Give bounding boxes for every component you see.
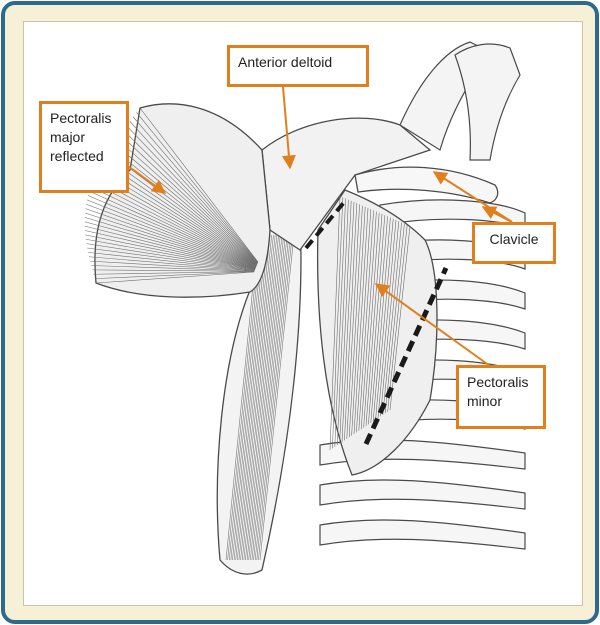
label-clavicle-text: Clavicle — [489, 231, 538, 247]
label-pectoralis-major-line3: reflected — [50, 147, 118, 166]
label-pectoralis-minor: Pectoralis minor — [456, 365, 546, 429]
rib — [320, 480, 525, 509]
label-pectoralis-major-line1: Pectoralis — [50, 109, 118, 128]
clavicle-bone — [355, 167, 498, 203]
label-anterior-deltoid-text: Anterior deltoid — [238, 54, 332, 70]
label-pectoralis-major-line2: major — [50, 128, 118, 147]
label-pectoralis-major-reflected: Pectoralis major reflected — [39, 101, 129, 193]
label-anterior-deltoid: Anterior deltoid — [227, 45, 369, 87]
rib — [320, 520, 525, 549]
label-pectoralis-minor-line1: Pectoralis — [467, 373, 535, 392]
label-clavicle: Clavicle — [472, 222, 556, 264]
label-pectoralis-minor-line2: minor — [467, 392, 535, 411]
